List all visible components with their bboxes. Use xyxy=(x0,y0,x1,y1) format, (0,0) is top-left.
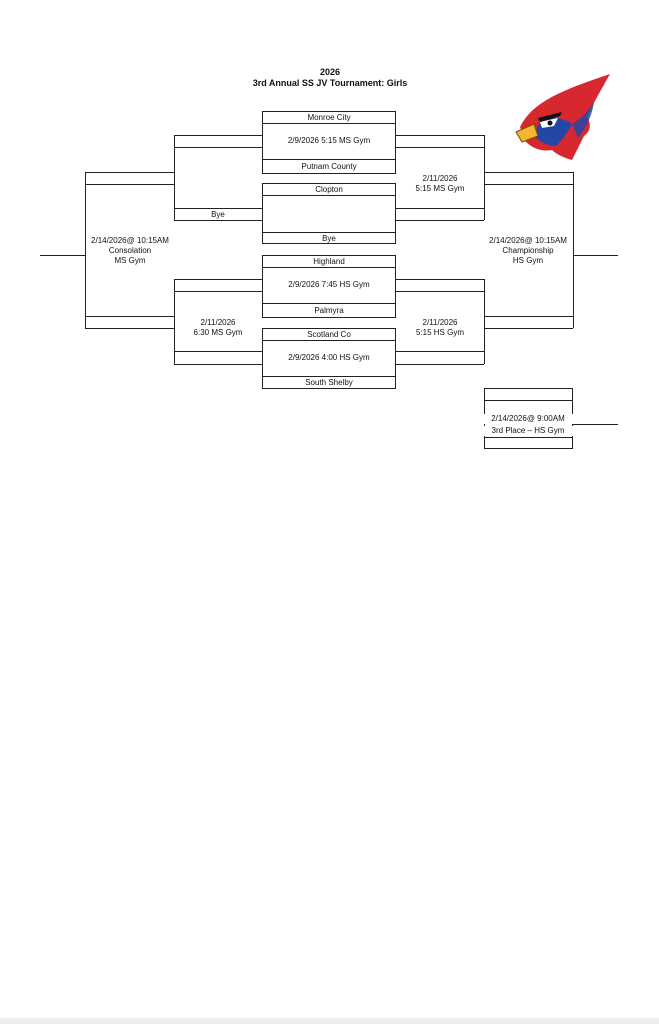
consolation-final-date: 2/14/2026@ 10:15AM xyxy=(91,236,169,245)
championship-venue: HS Gym xyxy=(512,256,544,265)
round1-game1-info: 2/9/2026 5:15 MS Gym xyxy=(287,136,371,145)
round1-game1-box xyxy=(262,111,396,174)
consolation-semi-info: 6:30 MS Gym xyxy=(193,328,243,337)
page-bottom-edge xyxy=(0,1018,659,1024)
round1-game3-top-team: Highland xyxy=(313,257,345,266)
round1-game1-top-team: Monroe City xyxy=(307,113,351,122)
consolation-final-venue: MS Gym xyxy=(114,256,146,265)
round1-game4-top-team: Scotland Co xyxy=(307,330,351,339)
championship-name: Championship xyxy=(502,246,554,255)
consolation-bye-label: Bye xyxy=(211,210,225,219)
cardinal-mascot-icon xyxy=(515,74,610,160)
round1-game1-bottom-team: Putnam County xyxy=(301,162,357,171)
round1-game3-box xyxy=(262,255,396,318)
round1-game2-top-team: Clopton xyxy=(315,185,343,194)
bracket-title: 3rd Annual SS JV Tournament: Girls xyxy=(252,78,408,88)
round1-game4-info: 2/9/2026 4:00 HS Gym xyxy=(288,353,370,362)
round1-game2-box xyxy=(262,183,396,244)
winners-semi-bottom-info: 5:15 HS Gym xyxy=(415,328,464,337)
consolation-semi-date: 2/11/2026 xyxy=(200,318,236,327)
consolation-final-name: Consolation xyxy=(108,246,152,255)
round1-game3-info: 2/9/2026 7:45 HS Gym xyxy=(288,280,370,289)
round1-game3-bottom-team: Palmyra xyxy=(314,306,344,315)
winners-semi-top-date: 2/11/2026 xyxy=(422,174,458,183)
winners-semi-top-info: 5:15 MS Gym xyxy=(415,184,465,193)
championship-date: 2/14/2026@ 10:15AM xyxy=(489,236,567,245)
round1-game4-bottom-team: South Shelby xyxy=(305,378,353,387)
third-place-name: 3rd Place – HS Gym xyxy=(480,426,576,436)
round1-game2-bottom-team: Bye xyxy=(322,234,336,243)
round1-game4-box xyxy=(262,328,396,389)
bracket-year: 2026 xyxy=(319,67,341,77)
winners-semi-bottom-date: 2/11/2026 xyxy=(422,318,458,327)
third-place-date: 2/14/2026@ 9:00AM xyxy=(480,414,576,424)
